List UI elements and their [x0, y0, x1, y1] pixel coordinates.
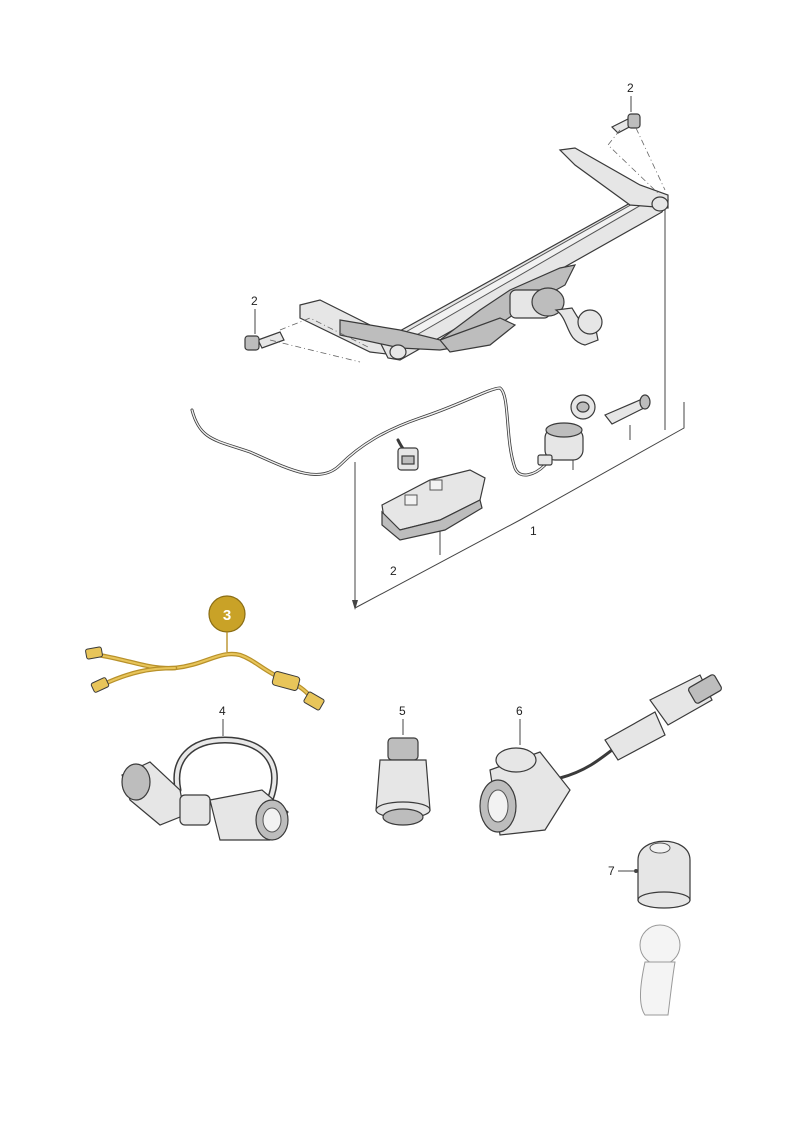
- control-module-bracket[interactable]: [381, 469, 486, 541]
- callout-2-top-label: 2: [627, 81, 634, 95]
- adapter-wiring-harness[interactable]: [85, 646, 325, 711]
- callout-7-label: 7: [608, 864, 615, 878]
- tow-bar-crossmember[interactable]: [299, 147, 669, 361]
- callout-1[interactable]: 1: [530, 524, 537, 538]
- callout-2-left[interactable]: 2: [251, 294, 258, 334]
- socket-pin[interactable]: [604, 394, 651, 425]
- callout-7[interactable]: 7: [608, 864, 638, 878]
- alignment-lines: [269, 127, 666, 363]
- callout-6[interactable]: 6: [516, 704, 523, 745]
- callout-2-left-label: 2: [251, 294, 258, 308]
- callout-3-label: 3: [223, 607, 231, 624]
- callout-5[interactable]: 5: [399, 704, 406, 735]
- plug-part-5[interactable]: [375, 737, 431, 826]
- callout-2-top[interactable]: 2: [627, 81, 634, 112]
- callout-3[interactable]: 3: [208, 595, 246, 652]
- callout-1-label: 1: [530, 524, 537, 538]
- tow-ball-reference-faint: [639, 924, 681, 1016]
- callout-4[interactable]: 4: [219, 704, 226, 736]
- cable-plug-connector[interactable]: [397, 447, 419, 471]
- callout-5-label: 5: [399, 704, 406, 718]
- callout-2-bottom[interactable]: 2: [390, 564, 397, 578]
- callout-4-label: 4: [219, 704, 226, 718]
- callout-6-label: 6: [516, 704, 523, 718]
- bolt-left[interactable]: [244, 331, 285, 351]
- adapter-part-6[interactable]: [479, 674, 722, 836]
- bolt-top[interactable]: [610, 113, 641, 134]
- extension-cable-part-4[interactable]: [121, 736, 289, 841]
- tow-bar-wiring-cable[interactable]: [190, 386, 547, 477]
- callout-2-bottom-label: 2: [390, 564, 397, 578]
- tow-ball-cap-part-7[interactable]: [637, 840, 691, 909]
- trailer-socket-unit[interactable]: [537, 394, 596, 466]
- tow-ball-head[interactable]: [509, 287, 603, 346]
